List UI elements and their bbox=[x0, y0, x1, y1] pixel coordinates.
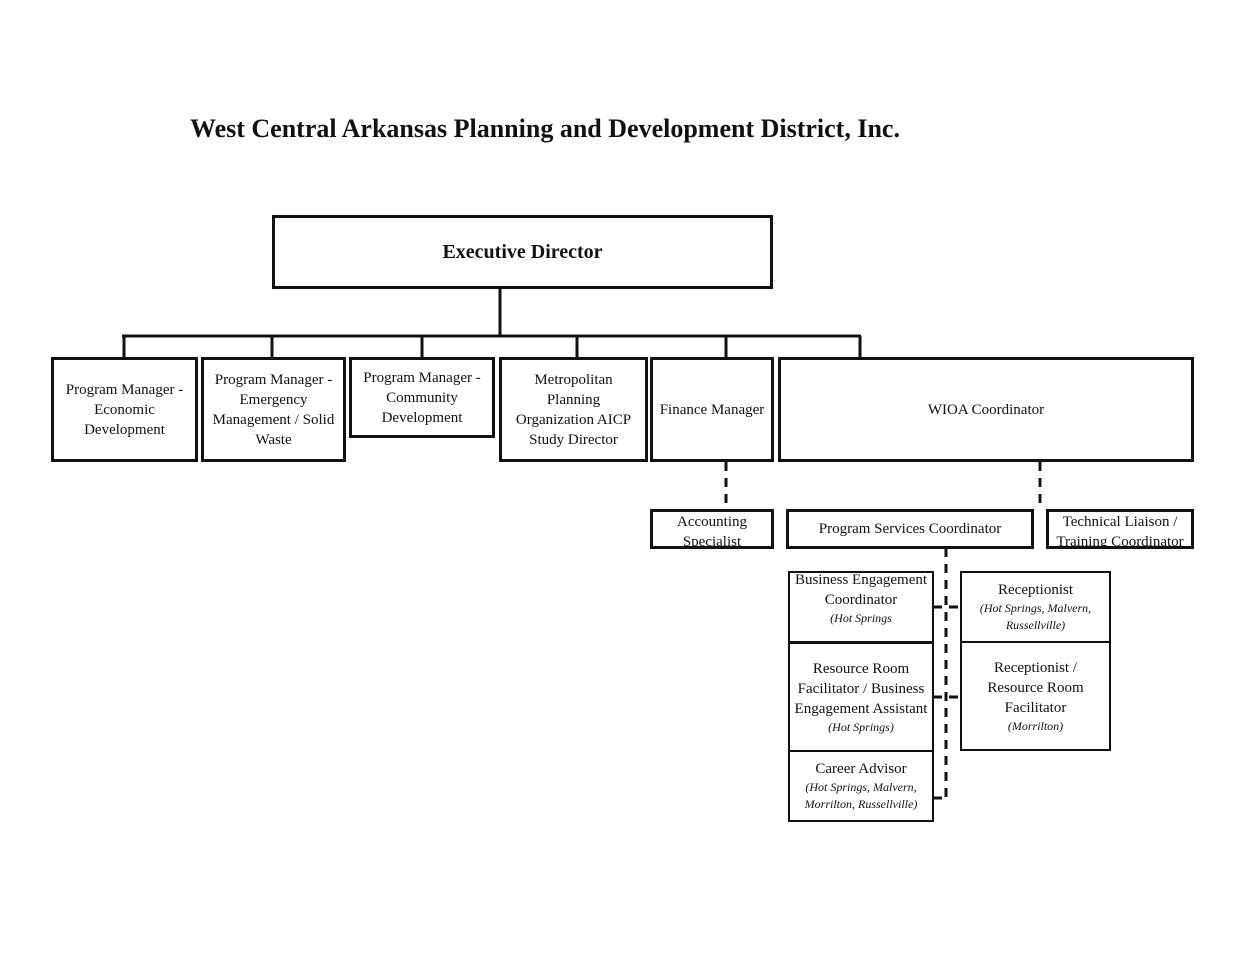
receptionist-box: Receptionist (Hot Springs, Malvern, Russ… bbox=[960, 571, 1111, 643]
executive-director-box: Executive Director bbox=[272, 215, 773, 289]
accounting-specialist-label: Accounting Specialist bbox=[677, 514, 747, 549]
resource-room-location: (Hot Springs) bbox=[828, 719, 894, 734]
pm-economic-label: Program Manager - Economic Development bbox=[65, 381, 184, 438]
executive-director-label: Executive Director bbox=[442, 241, 603, 263]
mpo-director-box: Metropolitan Planning Organization AICP … bbox=[499, 357, 648, 462]
technical-liaison-label: Technical Liaison / Training Coordinator bbox=[1056, 514, 1184, 549]
dashed-connectors bbox=[724, 462, 1042, 800]
program-services-box: Program Services Coordinator bbox=[786, 509, 1034, 549]
wioa-coordinator-box: WIOA Coordinator bbox=[778, 357, 1194, 462]
pm-emergency-box: Program Manager - Emergency Management /… bbox=[201, 357, 346, 462]
business-engagement-label: Business Engagement Coordinator bbox=[794, 572, 928, 608]
pm-emergency-label: Program Manager - Emergency Management /… bbox=[212, 371, 335, 448]
receptionist-resource-room-label: Receptionist / Resource Room Facilitator bbox=[987, 659, 1084, 716]
pm-community-box: Program Manager - Community Development bbox=[349, 357, 495, 438]
business-engagement-location: (Hot Springs bbox=[830, 611, 892, 625]
pm-community-label: Program Manager - Community Development bbox=[363, 369, 481, 426]
receptionist-label: Receptionist bbox=[998, 582, 1073, 598]
resource-room-box: Resource Room Facilitator / Business Eng… bbox=[788, 642, 934, 752]
resource-room-label: Resource Room Facilitator / Business Eng… bbox=[794, 660, 928, 717]
pm-economic-box: Program Manager - Economic Development bbox=[51, 357, 198, 462]
receptionist-resource-room-box: Receptionist / Resource Room Facilitator… bbox=[960, 641, 1111, 751]
program-services-label: Program Services Coordinator bbox=[818, 521, 1002, 537]
receptionist-resource-room-location: (Morrilton) bbox=[1007, 718, 1064, 733]
business-engagement-box: Business Engagement Coordinator (Hot Spr… bbox=[788, 571, 934, 643]
accounting-specialist-box: Accounting Specialist bbox=[650, 509, 774, 549]
chart-title: West Central Arkansas Planning and Devel… bbox=[190, 114, 900, 143]
solid-connectors bbox=[122, 288, 862, 357]
mpo-director-label: Metropolitan Planning Organization AICP … bbox=[515, 371, 632, 448]
career-advisor-location: (Hot Springs, Malvern, Morrilton, Russel… bbox=[804, 780, 918, 811]
finance-manager-label: Finance Manager bbox=[659, 401, 765, 418]
wioa-coordinator-label: WIOA Coordinator bbox=[927, 401, 1045, 418]
technical-liaison-box: Technical Liaison / Training Coordinator bbox=[1046, 509, 1194, 549]
career-advisor-box: Career Advisor (Hot Springs, Malvern, Mo… bbox=[788, 750, 934, 822]
career-advisor-label: Career Advisor bbox=[815, 761, 907, 777]
finance-manager-box: Finance Manager bbox=[650, 357, 774, 462]
receptionist-location: (Hot Springs, Malvern, Russellville) bbox=[979, 601, 1092, 632]
